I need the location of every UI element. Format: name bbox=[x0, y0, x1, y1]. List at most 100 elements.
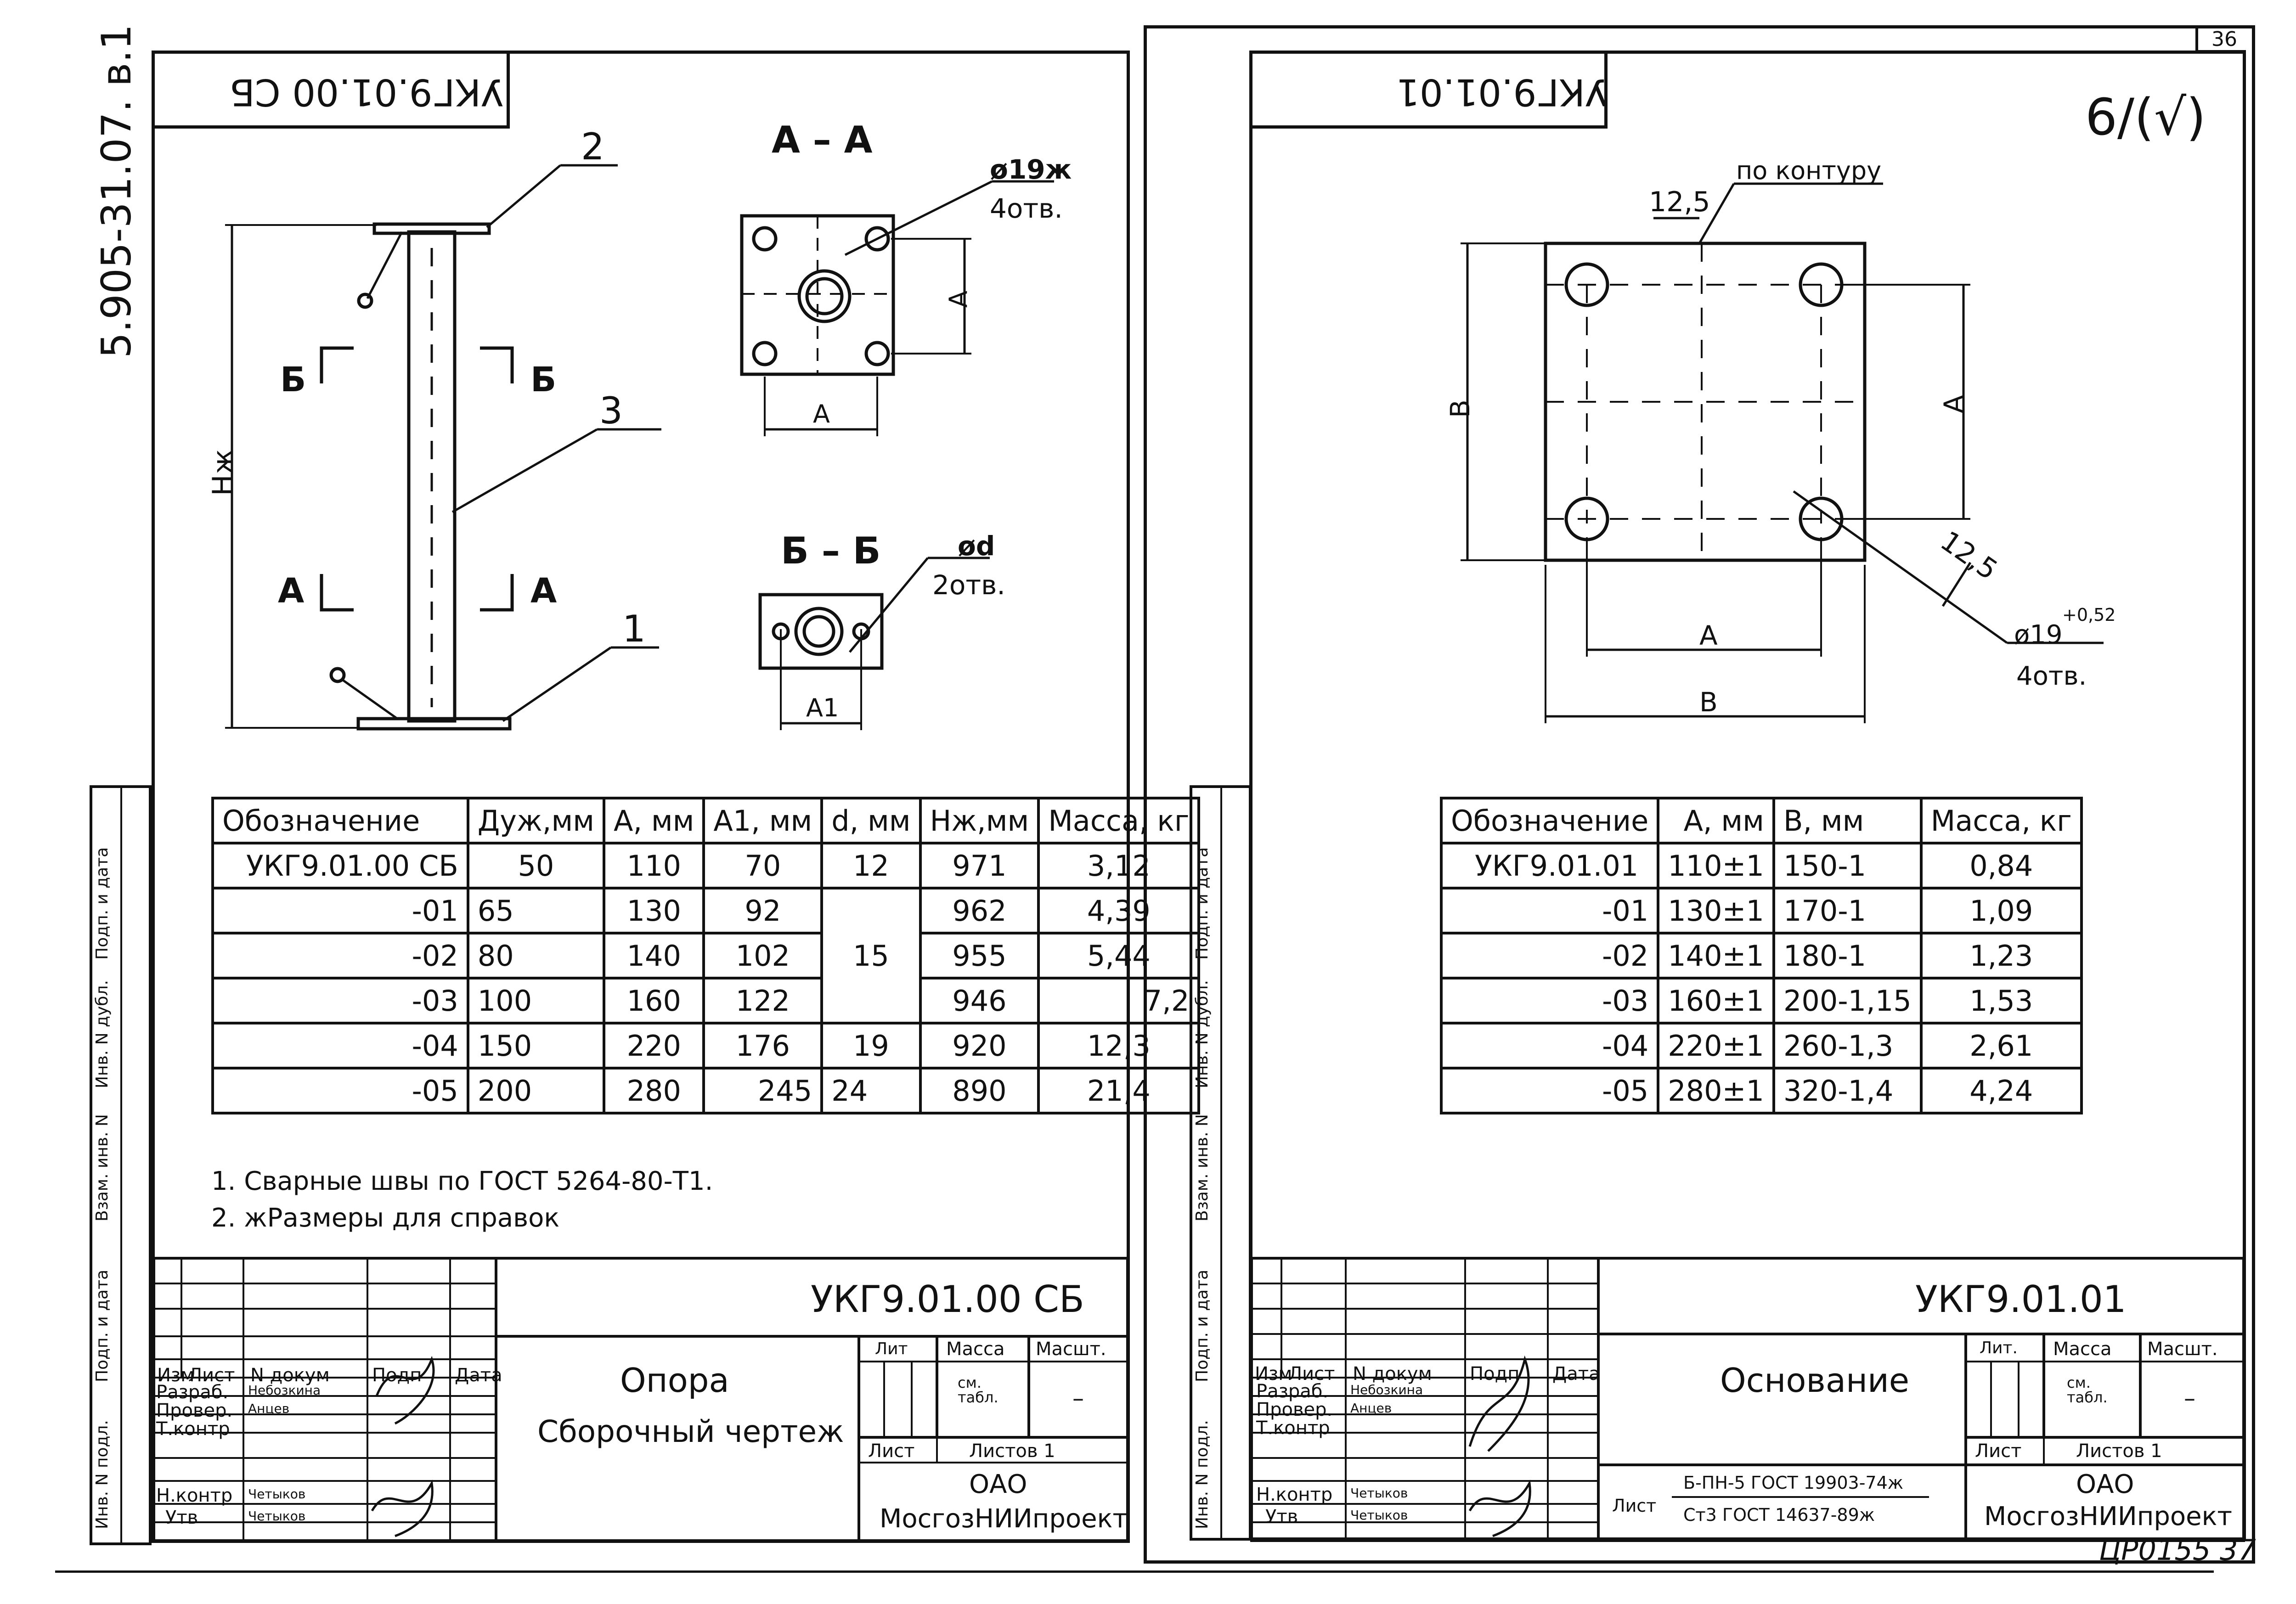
dim-a-horizontal: А bbox=[813, 400, 830, 428]
table-cell: -05 bbox=[1439, 1067, 1660, 1114]
table-cell: 130 bbox=[603, 887, 705, 934]
left-tb-name-1: Опора bbox=[620, 1361, 729, 1400]
table-cell: 170-1 bbox=[1772, 887, 1923, 934]
table-row: -01 130±1 170-1 1,09 bbox=[1439, 887, 2083, 934]
left-tb-col-data: Дата bbox=[455, 1365, 502, 1386]
right-tb-org1: ОАО bbox=[2076, 1469, 2134, 1499]
table-header-cell: Дуж,мм bbox=[466, 797, 606, 844]
left-tb-lit: Лит bbox=[875, 1339, 908, 1358]
hole-count: 4отв. bbox=[2016, 661, 2087, 691]
left-rev-code-box bbox=[152, 51, 510, 129]
left-tb-sheet: Лист bbox=[868, 1441, 915, 1462]
table-cell: 3,12 bbox=[1037, 842, 1201, 889]
left-tb-mass: Масса bbox=[946, 1339, 1005, 1360]
table-cell: 15 bbox=[820, 887, 922, 1024]
right-side-stamp-2: Инв. N дубл. bbox=[1193, 980, 1212, 1088]
table-cell: 5,44 bbox=[1037, 932, 1201, 979]
hole-tolerance: +0,52 bbox=[2062, 605, 2116, 625]
left-tb-role-tkontr: Т.контр bbox=[156, 1418, 230, 1440]
table-cell: 920 bbox=[919, 1022, 1040, 1069]
table-header-cell: В, мм bbox=[1772, 797, 1923, 844]
left-tb-org2: МосгозНИИпроект bbox=[880, 1504, 1128, 1534]
right-tb-col-list: Лист bbox=[1288, 1363, 1335, 1385]
table-cell: 12,3 bbox=[1037, 1022, 1201, 1069]
table-row: УКГ9.01.01 110±1 150-1 0,84 bbox=[1439, 842, 2083, 889]
left-tb-scale-val: – bbox=[1072, 1385, 1084, 1412]
table-cell: 150-1 bbox=[1772, 842, 1923, 889]
hole-bb-label: ød bbox=[958, 530, 995, 562]
left-tb-col-ndoc: N докум bbox=[250, 1365, 330, 1386]
table-row: -02 140±1 180-1 1,23 bbox=[1439, 932, 2083, 979]
left-tb-role-utv: Утв bbox=[165, 1507, 198, 1528]
right-side-stamp-divider bbox=[1220, 785, 1222, 1541]
table-cell: УКГ9.01.01 bbox=[1439, 842, 1660, 889]
right-tb-col-izm: Изм bbox=[1255, 1363, 1292, 1385]
table-cell: 122 bbox=[702, 977, 824, 1024]
table-row: -03 160±1 200-1,15 1,53 bbox=[1439, 977, 2083, 1024]
right-tb-sheets: Листов 1 bbox=[2076, 1441, 2162, 1462]
cut-a-left: А bbox=[278, 571, 305, 611]
table-header-cell: Масса, кг bbox=[1037, 797, 1201, 844]
hole-dia: ø19 bbox=[2014, 620, 2063, 650]
table-cell: 110±1 bbox=[1657, 842, 1775, 889]
right-side-stamp-1: Подп. и дата bbox=[1193, 847, 1212, 960]
right-sheet-frame bbox=[1144, 25, 2255, 1564]
table-cell: -04 bbox=[211, 1022, 469, 1069]
hole-aa-label: ø19ж bbox=[990, 154, 1072, 185]
contour-note: по контуру bbox=[1736, 156, 1882, 185]
table-cell: 50 bbox=[466, 842, 606, 889]
position-3-label: 3 bbox=[599, 389, 623, 432]
table-cell: -02 bbox=[211, 932, 469, 979]
table-cell: 280±1 bbox=[1657, 1067, 1775, 1114]
left-tb-role-nkontr: Н.контр bbox=[156, 1485, 233, 1506]
table-header-cell: Нж,мм bbox=[919, 797, 1040, 844]
left-tb-role-prover: Провер. bbox=[156, 1400, 233, 1421]
table-header-cell: Обозначение bbox=[1439, 797, 1660, 844]
right-tb-role-tkontr: Т.контр bbox=[1256, 1418, 1330, 1439]
left-tb-name-2: Сборочный чертеж bbox=[537, 1414, 844, 1449]
right-tb-org2: МосгозНИИпроект bbox=[1984, 1502, 2233, 1531]
table-cell: 1,53 bbox=[1919, 977, 2083, 1024]
table-cell: 220 bbox=[603, 1022, 705, 1069]
table-cell: 176 bbox=[702, 1022, 824, 1069]
left-tb-role-razrab: Разраб. bbox=[156, 1382, 229, 1403]
cut-b-left: Б bbox=[280, 360, 306, 400]
table-cell: 24 bbox=[820, 1067, 922, 1114]
table-cell: 160±1 bbox=[1657, 977, 1775, 1024]
note-1: 1. Сварные швы по ГОСТ 5264-80-Т1. bbox=[211, 1166, 713, 1196]
table-cell: 92 bbox=[702, 887, 824, 934]
table-cell: 4,24 bbox=[1919, 1067, 2083, 1114]
right-tb-person-1: Небозкина bbox=[1350, 1382, 1423, 1397]
right-tb-role-nkontr: Н.контр bbox=[1256, 1484, 1333, 1505]
footer-number: ЦР0155 37 bbox=[2099, 1533, 2256, 1567]
bottom-rule bbox=[55, 1570, 2214, 1573]
table-header-cell: А, мм bbox=[603, 797, 705, 844]
table-cell: 962 bbox=[919, 887, 1040, 934]
table-cell: 110 bbox=[603, 842, 705, 889]
right-side-stamp-5: Инв. N подл. bbox=[1193, 1420, 1212, 1529]
table-header-row: Обозначение Дуж,мм А, мм А1, мм d, мм Нж… bbox=[211, 797, 1201, 844]
position-2-label: 2 bbox=[581, 125, 604, 168]
table-header-cell: Обозначение bbox=[211, 797, 469, 844]
table-cell: 180-1 bbox=[1772, 932, 1923, 979]
table-cell: 0,84 bbox=[1919, 842, 2083, 889]
sheet-number-box bbox=[2195, 28, 2246, 53]
dim-a1-label: А1 bbox=[806, 693, 839, 722]
right-tb-role-prover: Провер. bbox=[1256, 1399, 1333, 1420]
left-tb-person-6: Четыков bbox=[248, 1508, 306, 1524]
table-cell: 70 bbox=[702, 842, 824, 889]
table-row: -01 65 130 92 15 962 4,39 bbox=[211, 887, 1201, 1024]
table-cell: 80 bbox=[466, 932, 606, 979]
left-tb-code: УКГ9.01.00 СБ bbox=[811, 1278, 1084, 1321]
table-cell: 320-1,4 bbox=[1772, 1067, 1923, 1114]
left-side-stamp-divider bbox=[120, 785, 122, 1545]
table-cell: 102 bbox=[702, 932, 824, 979]
right-tb-lit: Лит. bbox=[1980, 1339, 2018, 1357]
table-row: -04 220±1 260-1,3 2,61 bbox=[1439, 1022, 2083, 1069]
table-cell: -03 bbox=[211, 977, 469, 1024]
table-cell: 65 bbox=[466, 887, 606, 934]
